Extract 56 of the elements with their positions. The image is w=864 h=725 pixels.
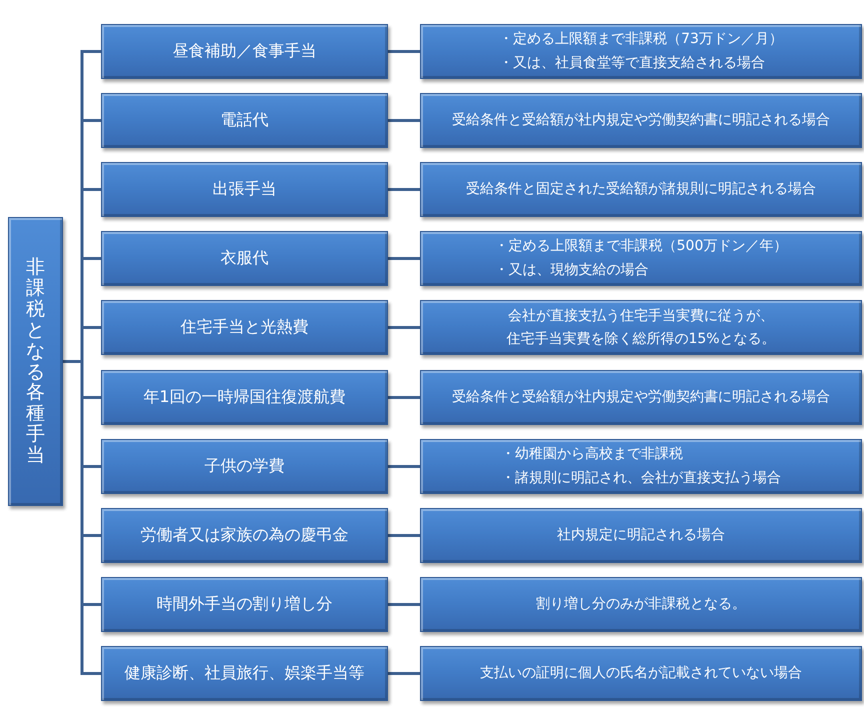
- condition-text: 受給条件と受給額が社内規定や労働契約書に明記される場合: [452, 388, 830, 408]
- connector-line: [388, 396, 420, 399]
- condition-box: [420, 439, 862, 494]
- allowance-box: [101, 300, 388, 355]
- condition-item: ・又は、社員食堂等で直接支給される場合: [499, 54, 766, 72]
- allowance-name: 時間外手当の割り増し分: [156, 594, 332, 615]
- connector-line: [388, 672, 420, 675]
- allowance-name: 出張手当: [212, 179, 276, 200]
- condition-item: ・幼稚園から高校まで非課税: [501, 444, 683, 464]
- allowance-box: [101, 93, 388, 148]
- condition-item: ・定める上限額まで非課税（73万ドン／月）: [499, 30, 783, 49]
- condition-box: [420, 508, 862, 563]
- allowance-box: [101, 231, 388, 286]
- allowance-box: [101, 577, 388, 632]
- condition-box: [420, 646, 862, 701]
- connector-line: [63, 360, 101, 675]
- allowance-name: 住宅手当と光熱費: [180, 317, 308, 338]
- condition-box: [420, 370, 862, 425]
- allowance-name: 労働者又は家族の為の慶弔金: [140, 525, 348, 546]
- condition-box: [420, 577, 862, 632]
- condition-text: 受給条件と固定された受給額が諸規則に明記される場合: [466, 180, 816, 200]
- allowance-box: [101, 370, 388, 425]
- condition-box: [420, 162, 862, 217]
- condition-box: [420, 300, 862, 355]
- condition-text: 受給条件と受給額が社内規定や労働契約書に明記される場合: [452, 111, 830, 130]
- allowance-name: 電話代: [220, 110, 268, 131]
- connector-line: [388, 326, 420, 329]
- condition-box: [420, 231, 862, 286]
- condition-item: ・諸規則に明記され、会社が直接支払う場合: [501, 468, 781, 488]
- category-label: 非課税となる各種手当: [26, 257, 45, 466]
- connector-line: [388, 257, 420, 260]
- condition-text: 会社が直接支払う住宅手当実費に従うが、住宅手当実費を除く総所得の15%となる。: [505, 307, 777, 348]
- allowance-name: 昼食補助／食事手当: [172, 41, 316, 62]
- allowance-box: [101, 439, 388, 494]
- condition-text: 社内規定に明記される場合: [557, 526, 725, 546]
- connector-line: [388, 465, 420, 468]
- condition-text: 割り増し分のみが非課税となる。: [536, 595, 746, 614]
- condition-box: [420, 24, 862, 79]
- condition-text: 支払いの証明に個人の氏名が記載されていない場合: [480, 664, 802, 684]
- allowance-name: 子供の学費: [204, 456, 284, 477]
- allowance-box: [101, 646, 388, 701]
- allowance-box: [101, 24, 388, 79]
- condition-item: ・定める上限額まで非課税（500万ドン／年）: [494, 236, 788, 256]
- allowance-name: 年1回の一時帰国往復渡航費: [143, 387, 346, 408]
- allowance-name: 衣服代: [220, 248, 268, 269]
- allowance-box: [101, 508, 388, 563]
- connector-line: [388, 50, 420, 53]
- connector-line: [388, 188, 420, 191]
- allowance-name: 健康診断、社員旅行、娯楽手当等: [124, 663, 364, 684]
- condition-item: ・又は、現物支給の場合: [494, 260, 649, 280]
- condition-box: [420, 93, 862, 148]
- connector-line: [388, 603, 420, 606]
- category-box: [8, 217, 63, 506]
- allowance-box: [101, 162, 388, 217]
- connector-line: [388, 119, 420, 122]
- connector-line: [388, 534, 420, 537]
